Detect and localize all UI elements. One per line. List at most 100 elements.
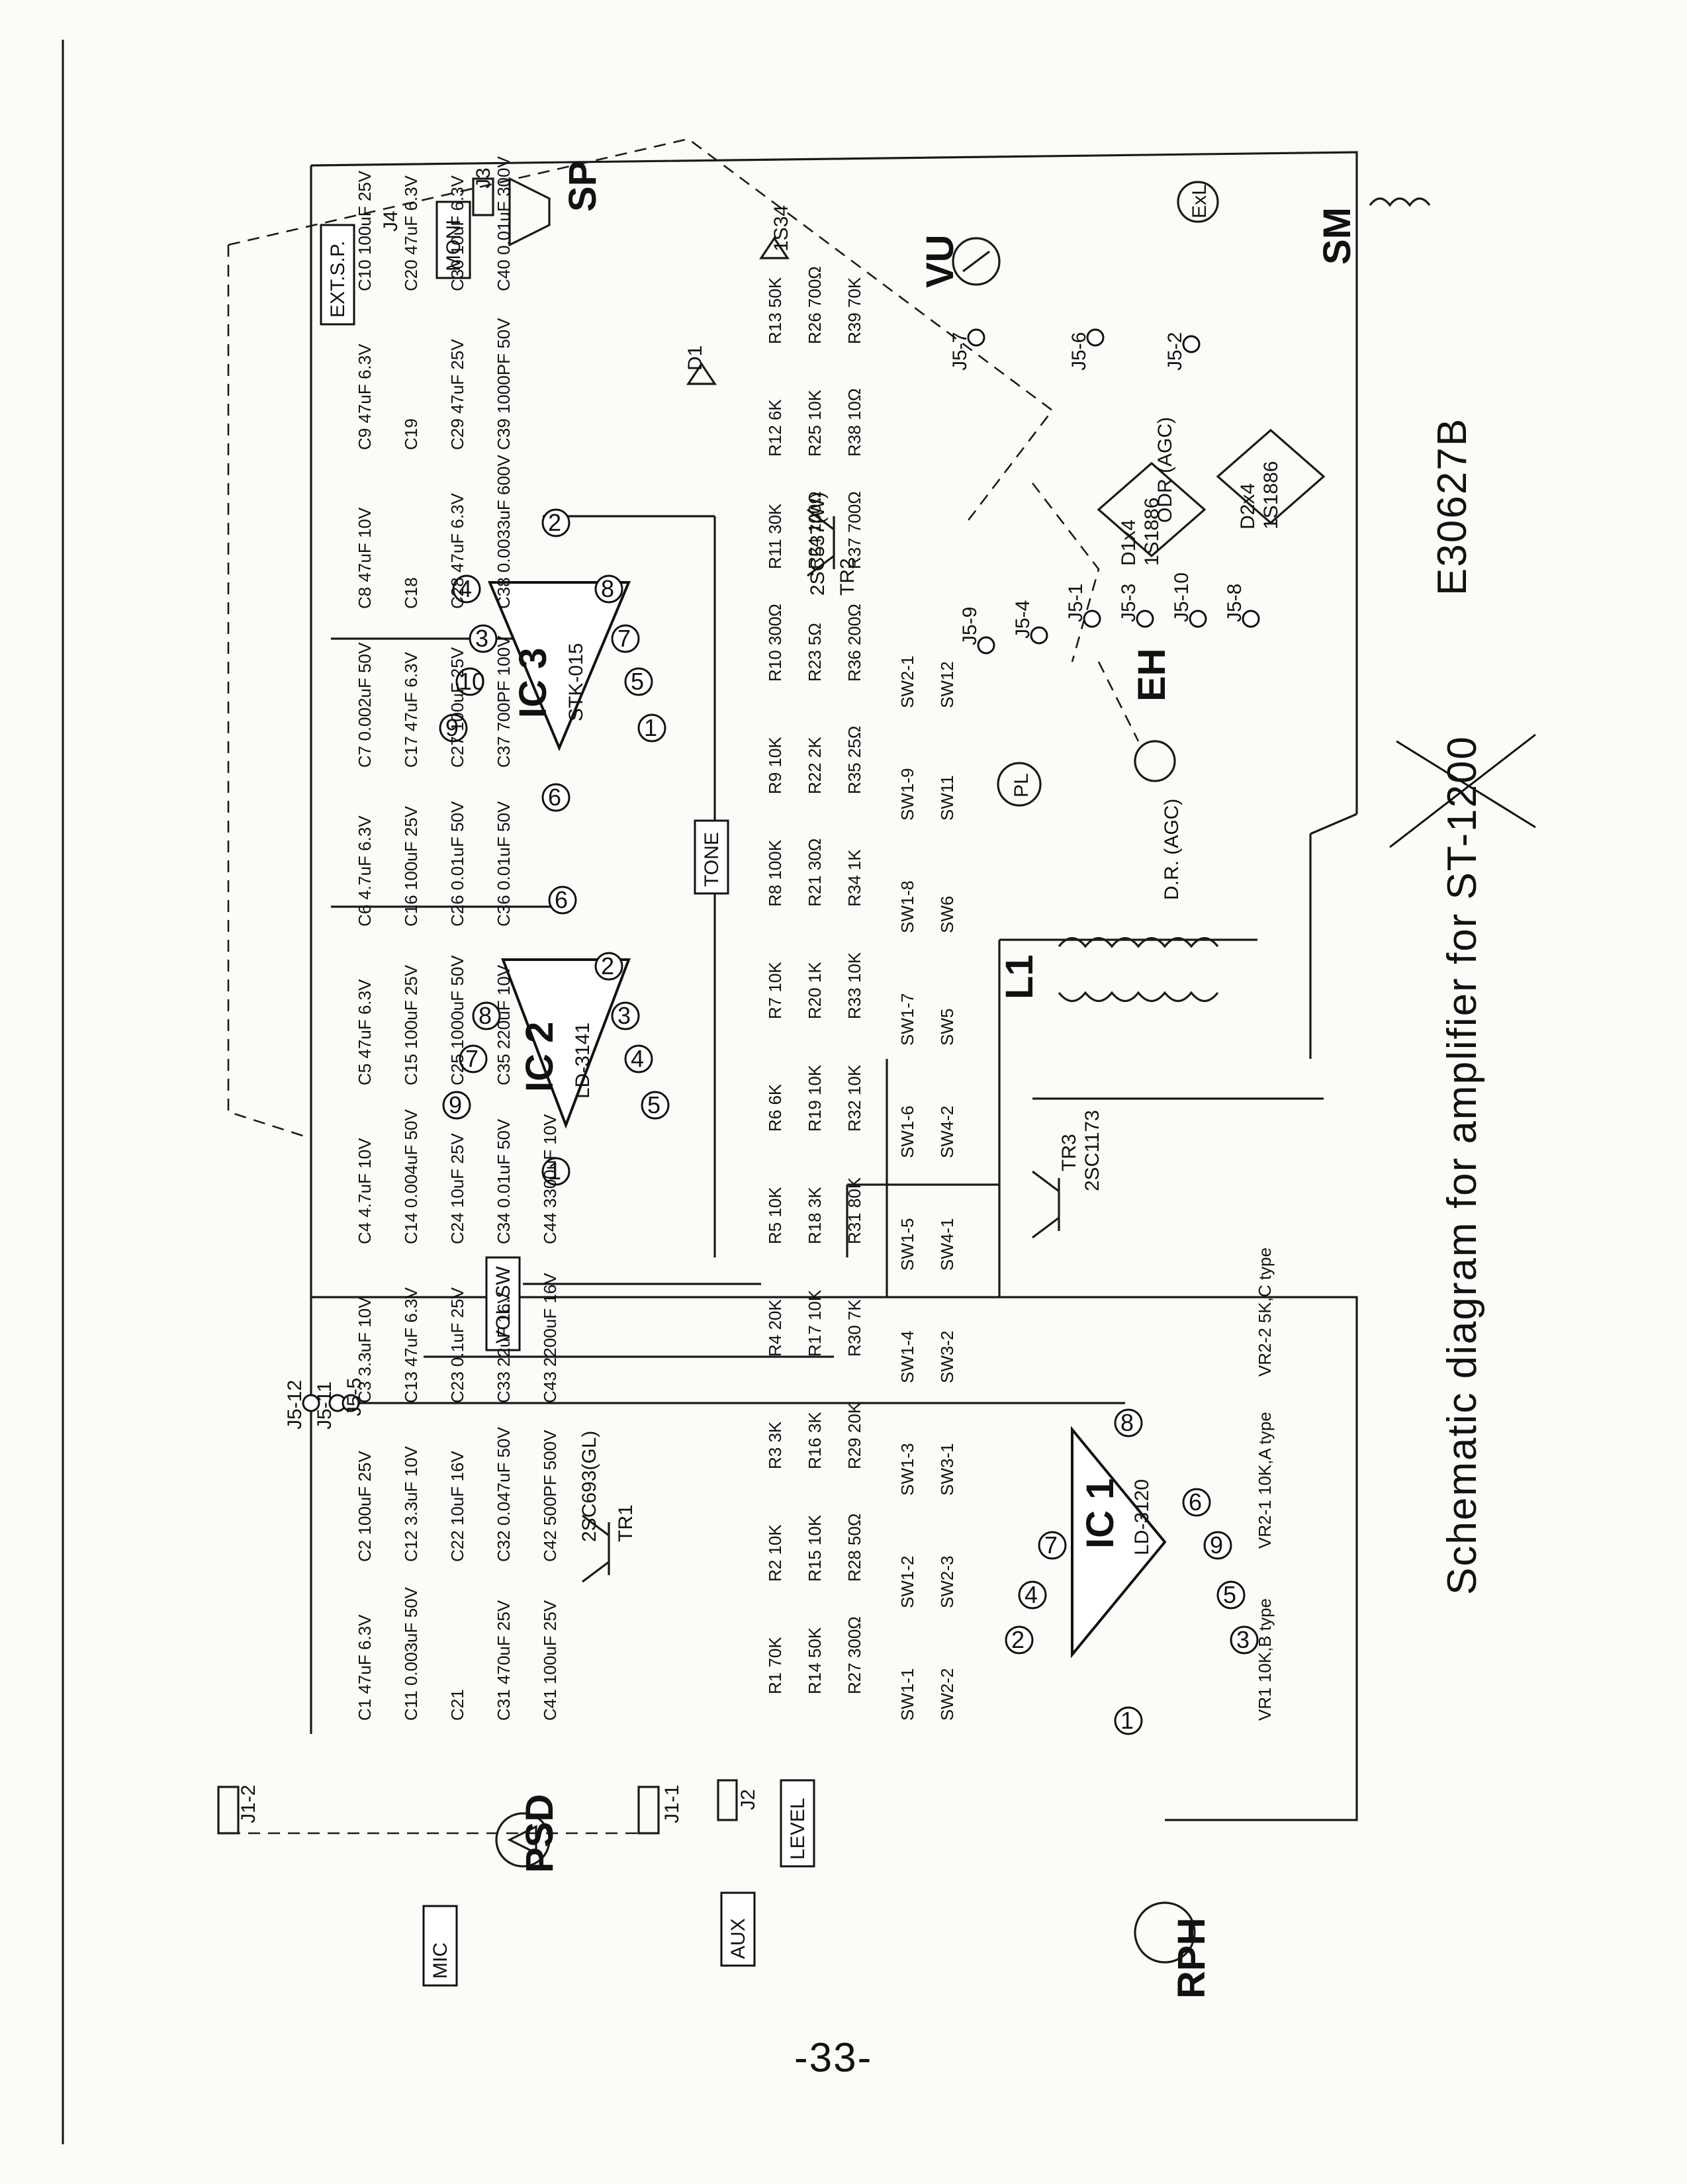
- svg-text:2: 2: [1011, 1626, 1025, 1653]
- motor-sm: SM: [1316, 197, 1431, 265]
- psd-sensor: [495, 1812, 551, 1868]
- switch-label-12: SW3-1: [937, 1443, 957, 1496]
- resistor-label-36: R37 700Ω: [844, 491, 864, 569]
- capacitor-label-4: C5 47uF 6.3V: [355, 979, 375, 1085]
- jack-j1-1-label: J1-1: [661, 1785, 683, 1823]
- pot-label-2: VR2-2 5K,C type: [1255, 1248, 1275, 1377]
- eh-earphone: [1134, 740, 1176, 782]
- capacitor-label-9: C10 100uF 25V: [355, 170, 375, 291]
- capacitor-label-33: C34 0.01uF 50V: [494, 1118, 514, 1244]
- svg-text:1: 1: [1120, 1707, 1134, 1734]
- switch-label-5: SW1-6: [897, 1106, 917, 1158]
- ic2-body: [501, 958, 631, 1129]
- capacitor-label-35: C36 0.01uF 50V: [494, 801, 514, 927]
- capacitor-label-36: C37 700PF 100V: [494, 635, 514, 768]
- eh-label: EH: [1130, 648, 1173, 702]
- level-label: LEVEL: [787, 1798, 809, 1860]
- resistor-label-17: R18 3K: [805, 1187, 825, 1244]
- capacitor-label-22: C23 0.1uF 25V: [447, 1287, 467, 1403]
- ic1-name: IC 1: [1079, 1479, 1122, 1549]
- capacitor-label-1: C2 100uF 25V: [355, 1451, 375, 1562]
- pot-label-0: VR1 10K,B type: [1255, 1598, 1275, 1721]
- svg-text:9: 9: [449, 1091, 462, 1118]
- capacitor-label-13: C14 0.004uF 50V: [401, 1109, 421, 1244]
- resistor-label-23: R24 100Ω: [805, 491, 825, 569]
- resistor-label-38: R39 70K: [844, 277, 864, 344]
- peripherals: J1-2 J1-1 J2 J3 J4 RPH PSD PL EH SP VU E…: [217, 161, 1219, 1999]
- svg-text:10: 10: [459, 668, 485, 695]
- switch-label-17: SW6: [937, 896, 957, 933]
- model-strike-1: [1389, 733, 1536, 848]
- capacitor-label-12: C13 47uF 6.3V: [401, 1287, 421, 1403]
- j5-1: J5-1: [1065, 584, 1087, 622]
- switch-label-1: SW1-2: [897, 1556, 917, 1608]
- capacitor-label-21: C22 10uF 16V: [447, 1451, 467, 1562]
- resistor-label-30: R31 80K: [844, 1177, 864, 1244]
- svg-text:9: 9: [445, 714, 459, 741]
- resistor-label-18: R19 10K: [805, 1064, 825, 1132]
- sp-label: SP: [561, 161, 604, 212]
- resistor-label-6: R7 10K: [765, 962, 785, 1019]
- ic1-pins: 8 6 7 9 4 5 2 3 1: [1005, 1408, 1259, 1735]
- svg-text:5: 5: [647, 1091, 661, 1118]
- svg-text:3: 3: [617, 1002, 631, 1029]
- capacitor-label-41: C42 500PF 500V: [540, 1430, 560, 1562]
- capacitor-label-30: C31 470uF 25V: [494, 1600, 514, 1721]
- resistor-label-33: R34 1K: [844, 849, 864, 907]
- ic1-body: [1071, 1426, 1167, 1659]
- resistor-label-15: R16 3K: [805, 1412, 825, 1469]
- svg-text:5: 5: [631, 668, 644, 695]
- switch-labels: SW1-1SW1-2SW1-3SW1-4SW1-5SW1-6SW1-7SW1-8…: [897, 656, 957, 1721]
- boxed-labels: MIC AUX LEVEL VOL.SW TONE EXT.S.P. MONI: [320, 201, 815, 1987]
- ext-sp-label: EXT.S.P.: [327, 241, 349, 318]
- switch-label-16: SW5: [937, 1009, 957, 1046]
- resistor-label-12: R13 50K: [765, 277, 785, 344]
- resistor-label-24: R25 10K: [805, 389, 825, 457]
- capacitor-label-32: C33 22uF 16V: [494, 1292, 514, 1403]
- switch-label-7: SW1-8: [897, 881, 917, 933]
- svg-text:8: 8: [1120, 1409, 1134, 1436]
- ic3-pins: 2 4 8 3 7 10 5 9 1 6: [439, 508, 666, 812]
- j5-6: J5-6: [1068, 332, 1090, 371]
- switch-label-6: SW1-7: [897, 993, 917, 1046]
- tr2-ref: TR2: [837, 558, 858, 596]
- resistor-label-31: R32 10K: [844, 1064, 864, 1132]
- d2x4-ref: D2x4: [1237, 483, 1259, 529]
- resistor-label-37: R38 10Ω: [844, 388, 864, 457]
- d2x4-part: 1S1886: [1260, 461, 1282, 529]
- odr-agc-label: ODR (AGC): [1154, 417, 1176, 523]
- capacitor-label-19: C20 47uF 6.3V: [401, 175, 421, 291]
- svg-text:2: 2: [601, 952, 614, 979]
- capacitor-label-40: C41 100uF 25V: [540, 1600, 560, 1721]
- j5-11: J5-11: [314, 1381, 336, 1430]
- resistor-label-3: R4 20K: [765, 1299, 785, 1357]
- capacitor-label-8: C9 47uF 6.3V: [355, 343, 375, 450]
- j5-10: J5-10: [1171, 572, 1193, 622]
- ic2-name: IC 2: [518, 1022, 561, 1092]
- page-number: -33-: [794, 2035, 872, 2081]
- tr3-ref: TR3: [1058, 1134, 1080, 1171]
- resistor-label-10: R11 30K: [765, 503, 785, 569]
- j5-12: J5-12: [284, 1380, 306, 1430]
- capacitor-label-16: C17 47uF 6.3V: [401, 651, 421, 768]
- ic2: IC 2 LD-3141 6 2 8 3 7 4 9 5 1: [442, 886, 670, 1186]
- resistor-label-29: R30 7K: [844, 1299, 864, 1357]
- capacitor-label-14: C15 100uF 25V: [401, 964, 421, 1085]
- pl-lamp: [997, 762, 1042, 807]
- tr1-ref: TR1: [615, 1504, 637, 1542]
- svg-text:3: 3: [1236, 1626, 1250, 1653]
- resistor-label-0: R1 70K: [765, 1637, 785, 1694]
- svg-text:6: 6: [555, 886, 568, 913]
- capacitor-label-37: C38 0.0033uF 600V: [494, 455, 514, 609]
- capacitor-label-27: C28 47uF 6.3V: [447, 492, 467, 609]
- capacitor-label-34: C35 220uF 10V: [494, 964, 514, 1085]
- svg-text:1: 1: [548, 1158, 561, 1185]
- sm-label: SM: [1316, 207, 1359, 265]
- capacitor-label-0: C1 47uF 6.3V: [355, 1614, 375, 1721]
- dr-agc-label: D.R. (AGC): [1161, 799, 1183, 900]
- jack-j1-2-label: J1-2: [238, 1785, 259, 1823]
- resistor-label-2: R3 3K: [765, 1421, 785, 1469]
